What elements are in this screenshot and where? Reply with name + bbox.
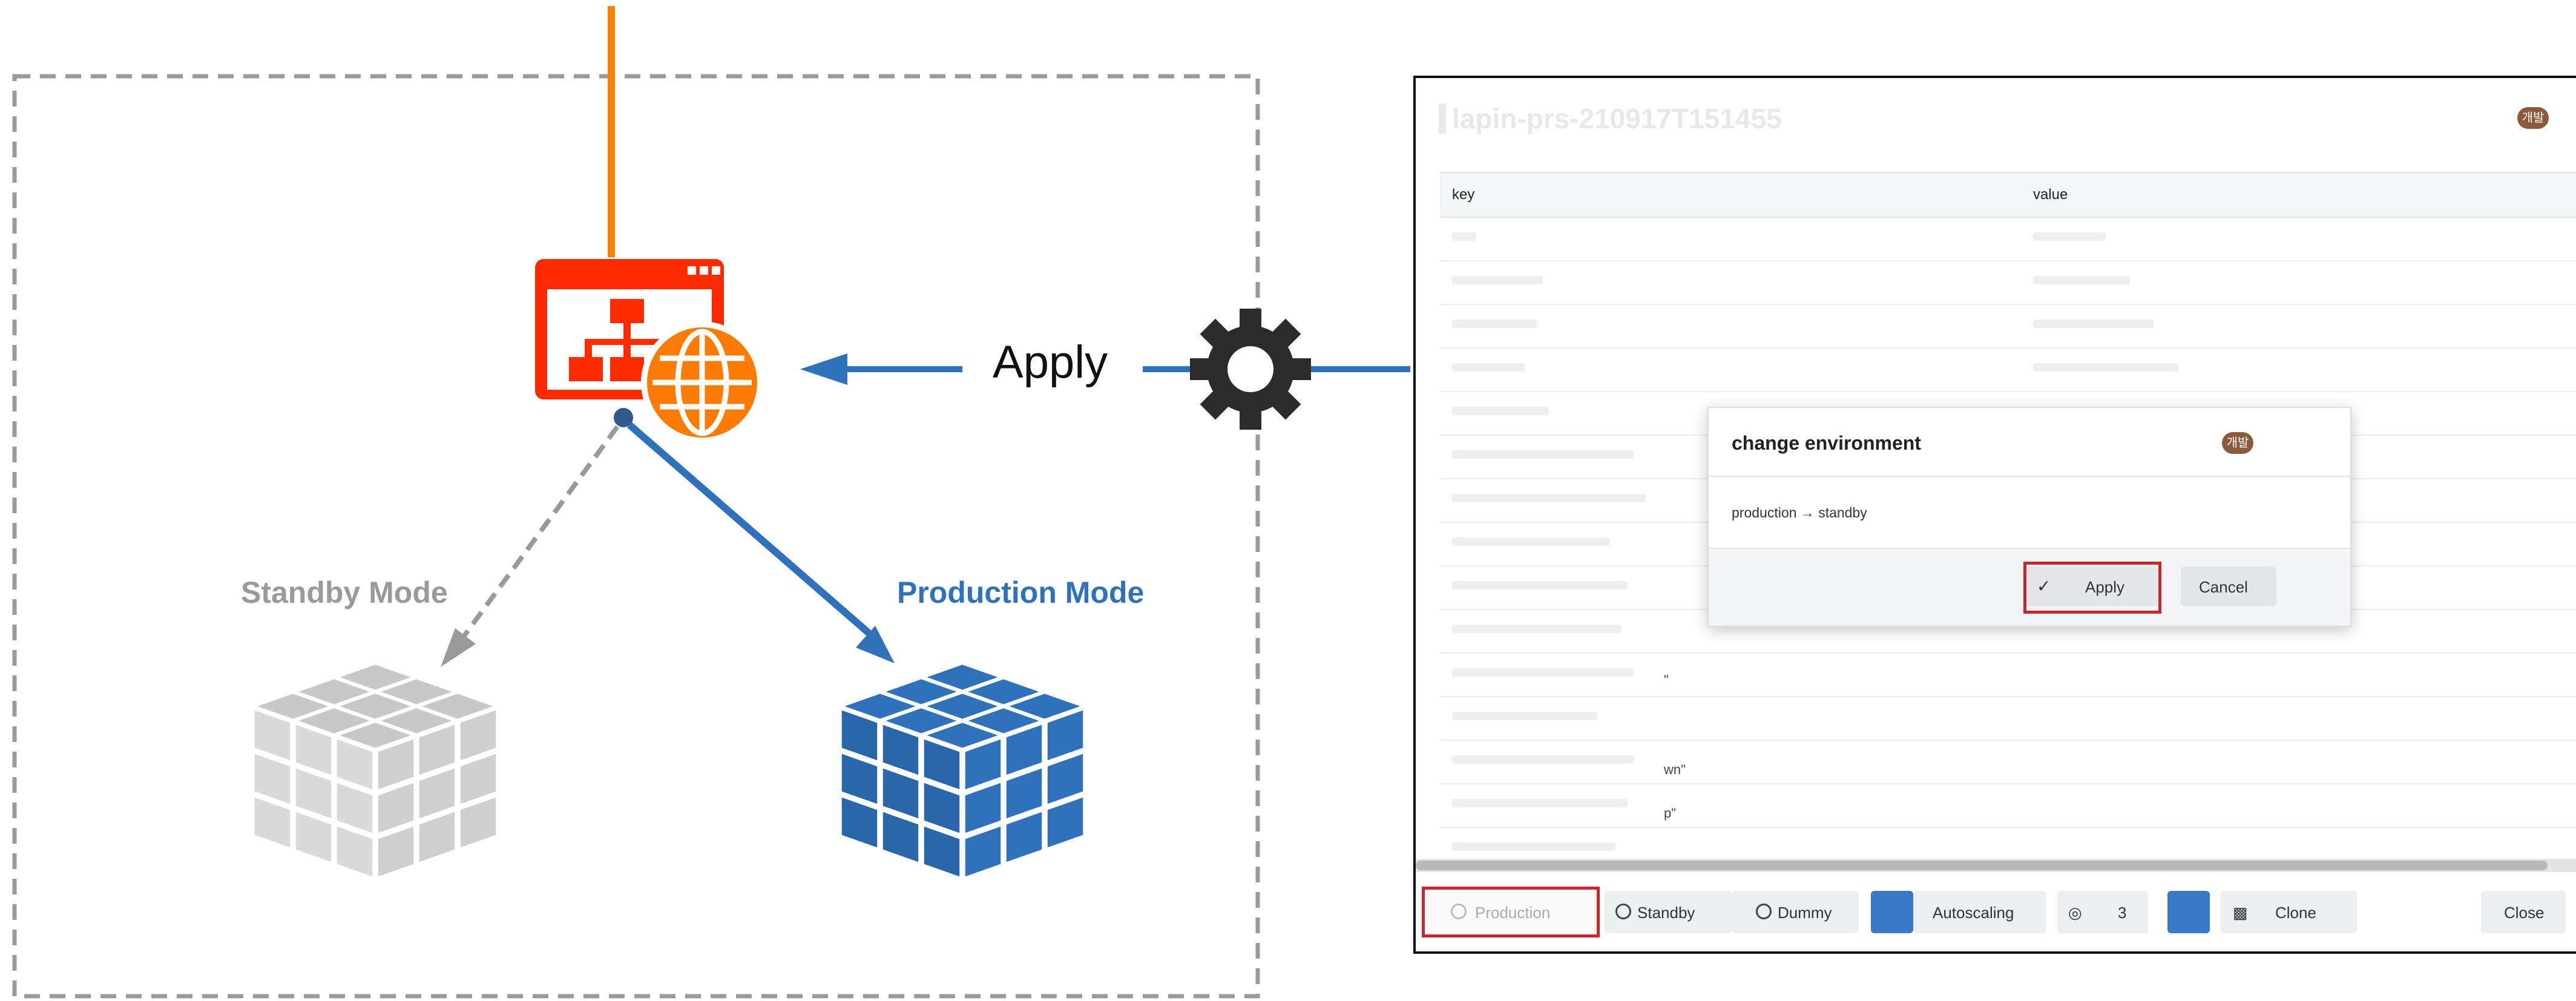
row-key-placeholder [1452, 537, 1609, 546]
row-fragment: p" [1664, 806, 1677, 821]
row-key-placeholder [1452, 363, 1525, 372]
table-row [1440, 260, 2576, 305]
panel-title: lapin-prs-210917T151455 [1452, 103, 1782, 134]
table-row [1440, 740, 2576, 784]
row-key-placeholder [1452, 842, 1615, 851]
table-header: key value [1440, 172, 2576, 218]
value-column-header: value [2033, 186, 2068, 203]
production-mode-label: Production Mode [897, 576, 1145, 609]
dummy-radio-icon [1756, 904, 1772, 919]
row-value-placeholder [2033, 232, 2106, 241]
production-arrow-head [856, 626, 895, 663]
dummy-radio-button[interactable]: Dummy [1732, 891, 1859, 933]
row-key-placeholder [1452, 494, 1646, 502]
check-icon: ✓ [2037, 577, 2051, 596]
apply-label: Apply [993, 336, 1108, 388]
dialog-apply-button[interactable]: ✓ Apply [2026, 566, 2158, 606]
deployment-diagram [12, 6, 1410, 999]
standby-mode-label: Standby Mode [241, 576, 448, 609]
table-row [1440, 217, 2576, 261]
production-cube-icon [841, 665, 1083, 877]
row-key-placeholder [1452, 799, 1628, 807]
row-key-placeholder [1452, 407, 1549, 415]
clone-button[interactable]: ▩ Clone [2221, 891, 2357, 933]
scrollbar-thumb[interactable] [1416, 861, 2548, 870]
environment-panel: lapin-prs-210917T151455 개발 key value " w… [1413, 76, 2576, 954]
dialog-divider [1709, 548, 2350, 549]
gear-icon [1190, 309, 1311, 430]
standby-radio-button[interactable]: Standby [1605, 891, 1732, 933]
row-fragment: wn" [1664, 762, 1686, 777]
production-radio-button[interactable]: Production [1427, 891, 1596, 933]
row-key-placeholder [1452, 276, 1543, 284]
table-row [1440, 609, 2576, 654]
row-key-placeholder [1452, 625, 1622, 633]
table-row [1440, 347, 2576, 392]
dialog-divider [1709, 476, 2350, 477]
clone-icon: ▩ [2233, 904, 2248, 922]
standby-arrow-head [441, 628, 476, 667]
autoscaling-icon[interactable] [1871, 891, 1913, 933]
globe-icon [641, 321, 763, 444]
row-key-placeholder [1452, 581, 1628, 589]
row-value-placeholder [2033, 276, 2130, 284]
dialog-message: production → standby [1732, 505, 1867, 520]
production-radio-icon [1451, 904, 1467, 919]
row-key-placeholder [1452, 712, 1597, 720]
table-row [1440, 304, 2576, 349]
autoscaling-button[interactable]: Autoscaling [1913, 891, 2046, 933]
instance-count[interactable]: ◎ 3 [2057, 891, 2148, 933]
standby-radio-icon [1615, 904, 1631, 919]
production-arrow-line [627, 422, 874, 638]
dialog-badge: 개발 [2222, 432, 2253, 454]
close-button[interactable]: Close [2481, 891, 2566, 933]
apply-arrow-head [800, 353, 847, 385]
table-row [1440, 652, 2576, 697]
row-fragment: " [1664, 672, 1669, 688]
table-row [1440, 783, 2576, 828]
panel-badge: 개발 [2517, 107, 2549, 129]
standby-arrow-line [458, 425, 620, 643]
row-key-placeholder [1452, 755, 1634, 764]
row-key-placeholder [1452, 232, 1476, 241]
environment-boundary [12, 74, 1260, 999]
row-key-placeholder [1452, 320, 1537, 328]
standby-cube-icon [254, 665, 496, 877]
key-column-header: key [1452, 186, 1475, 203]
change-environment-dialog: change environment 개발 production → stand… [1707, 407, 2351, 627]
row-value-placeholder [2033, 320, 2154, 328]
dialog-cancel-button[interactable]: Cancel [2181, 566, 2276, 606]
recycle-icon[interactable] [2167, 891, 2210, 933]
apply-highlight [2023, 562, 2161, 614]
table-row [1440, 696, 2576, 741]
routing-node [614, 408, 633, 427]
info-icon [1439, 103, 1446, 134]
row-key-placeholder [1452, 668, 1634, 677]
instances-icon: ◎ [2068, 904, 2082, 922]
production-highlight [1422, 887, 1600, 937]
row-key-placeholder [1452, 450, 1634, 459]
dialog-title: change environment [1732, 432, 1921, 454]
row-value-placeholder [2033, 363, 2178, 372]
